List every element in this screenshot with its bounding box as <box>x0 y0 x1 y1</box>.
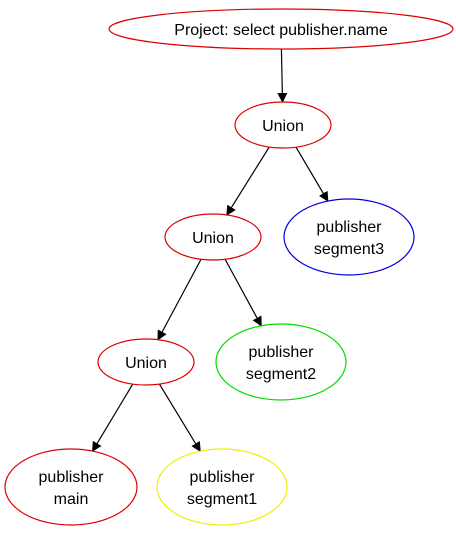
node-segment2-ellipse <box>215 323 347 401</box>
node-main: publisher main <box>4 448 138 526</box>
node-segment1-ellipse <box>156 448 288 526</box>
node-segment3-label-0: publisher <box>317 219 383 236</box>
node-union3: Union <box>97 338 195 386</box>
node-union1: Union <box>234 101 332 149</box>
edge-union3-to-main <box>92 383 134 452</box>
node-segment1: publisher segment1 <box>156 448 288 526</box>
node-union2: Union <box>164 213 262 261</box>
edge-union1-to-union2 <box>226 146 270 216</box>
node-union3-ellipse <box>97 338 195 386</box>
node-main-label-0: publisher <box>39 469 105 486</box>
edge-project-to-union1 <box>277 48 288 104</box>
node-segment2: publisher segment2 <box>215 323 347 401</box>
node-segment2-label-1: segment2 <box>246 366 316 383</box>
node-segment1-label-0: publisher <box>190 469 256 486</box>
edge-union2-to-segment2 <box>224 258 262 327</box>
node-union1-label-0: Union <box>262 118 304 135</box>
node-segment3-label-1: segment3 <box>314 241 384 258</box>
edge-union2-to-union3 <box>157 258 202 341</box>
node-project-label-0: Project: select publisher.name <box>174 22 388 39</box>
node-main-ellipse <box>4 448 138 526</box>
node-union2-ellipse <box>164 213 262 261</box>
node-segment1-label-1: segment1 <box>187 491 257 508</box>
node-union1-ellipse <box>234 101 332 149</box>
node-segment3-ellipse <box>283 198 415 276</box>
edges-layer <box>92 48 329 453</box>
node-union3-label-0: Union <box>125 355 167 372</box>
node-project: Project: select publisher.name <box>108 8 454 50</box>
node-segment3: publisher segment3 <box>283 198 415 276</box>
edge-union1-to-segment3 <box>295 146 329 202</box>
node-segment2-label-0: publisher <box>249 344 315 361</box>
node-union2-label-0: Union <box>192 230 234 247</box>
nodes-layer: Project: select publisher.nameUnionUnion… <box>4 8 454 526</box>
node-main-label-1: main <box>54 491 89 508</box>
node-project-ellipse <box>108 8 454 50</box>
edge-union3-to-segment1 <box>158 383 201 453</box>
